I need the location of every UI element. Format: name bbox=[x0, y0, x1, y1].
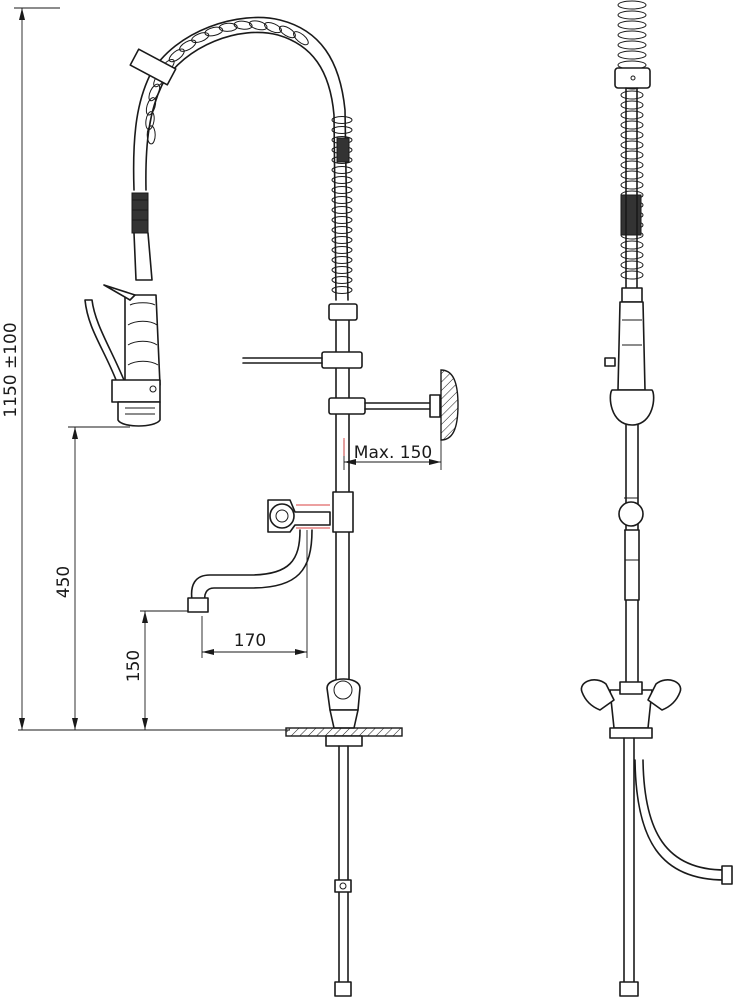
coil-turn bbox=[617, 0, 647, 10]
coil-turn bbox=[331, 126, 353, 134]
coil-turn bbox=[331, 116, 353, 124]
coil-turn bbox=[620, 150, 644, 160]
coil-turn bbox=[620, 170, 644, 180]
coil-turn bbox=[331, 276, 353, 284]
dim-total-height: 1150 ±100 bbox=[1, 322, 21, 417]
coil-turn bbox=[617, 30, 647, 40]
coil-turn bbox=[331, 216, 353, 224]
coil-turn bbox=[617, 10, 647, 20]
coil-turn bbox=[620, 270, 644, 280]
front-coil-spring bbox=[145, 16, 353, 301]
coil-turn bbox=[620, 130, 644, 140]
front-view bbox=[84, 16, 459, 997]
coil-turn bbox=[233, 20, 253, 30]
coil-turn bbox=[145, 97, 157, 116]
dim-spout-height: 150 bbox=[124, 650, 144, 682]
coil-turn bbox=[179, 39, 197, 52]
coil-turn bbox=[620, 240, 644, 250]
coil-turn bbox=[331, 206, 353, 214]
side-view bbox=[580, 0, 733, 997]
dim-spout-reach: 170 bbox=[234, 631, 266, 651]
dim-hand-shower-height: 450 bbox=[54, 566, 74, 598]
coil-turn bbox=[264, 22, 282, 34]
coil-turn bbox=[293, 31, 309, 46]
coil-turn bbox=[617, 50, 647, 60]
dimension-lines bbox=[14, 7, 442, 731]
coil-turn bbox=[331, 226, 353, 234]
coil-turn bbox=[146, 125, 156, 145]
coil-turn bbox=[278, 25, 296, 39]
side-coil-spring bbox=[617, 0, 647, 280]
coil-turn bbox=[620, 160, 644, 170]
coil-turn bbox=[331, 256, 353, 264]
coil-turn bbox=[331, 166, 353, 174]
dim-wall-distance: Max. 150 bbox=[354, 443, 432, 463]
coil-turn bbox=[620, 90, 644, 100]
coil-turn bbox=[331, 196, 353, 204]
coil-turn bbox=[331, 246, 353, 254]
coil-turn bbox=[617, 40, 647, 50]
coil-turn bbox=[218, 22, 238, 32]
coil-turn bbox=[248, 20, 268, 31]
coil-turn bbox=[617, 20, 647, 30]
coil-turn bbox=[620, 110, 644, 120]
coil-turn bbox=[620, 100, 644, 110]
coil-turn bbox=[331, 286, 353, 294]
coil-turn bbox=[620, 120, 644, 130]
coil-turn bbox=[620, 250, 644, 260]
coil-turn bbox=[620, 140, 644, 150]
coil-turn bbox=[331, 266, 353, 274]
coil-turn bbox=[331, 236, 353, 244]
coil-turn bbox=[331, 186, 353, 194]
coil-turn bbox=[331, 176, 353, 184]
coil-turn bbox=[620, 260, 644, 270]
coil-turn bbox=[168, 48, 185, 63]
coil-turn bbox=[620, 180, 644, 190]
coil-turn bbox=[204, 26, 224, 37]
coil-turn bbox=[191, 32, 210, 44]
